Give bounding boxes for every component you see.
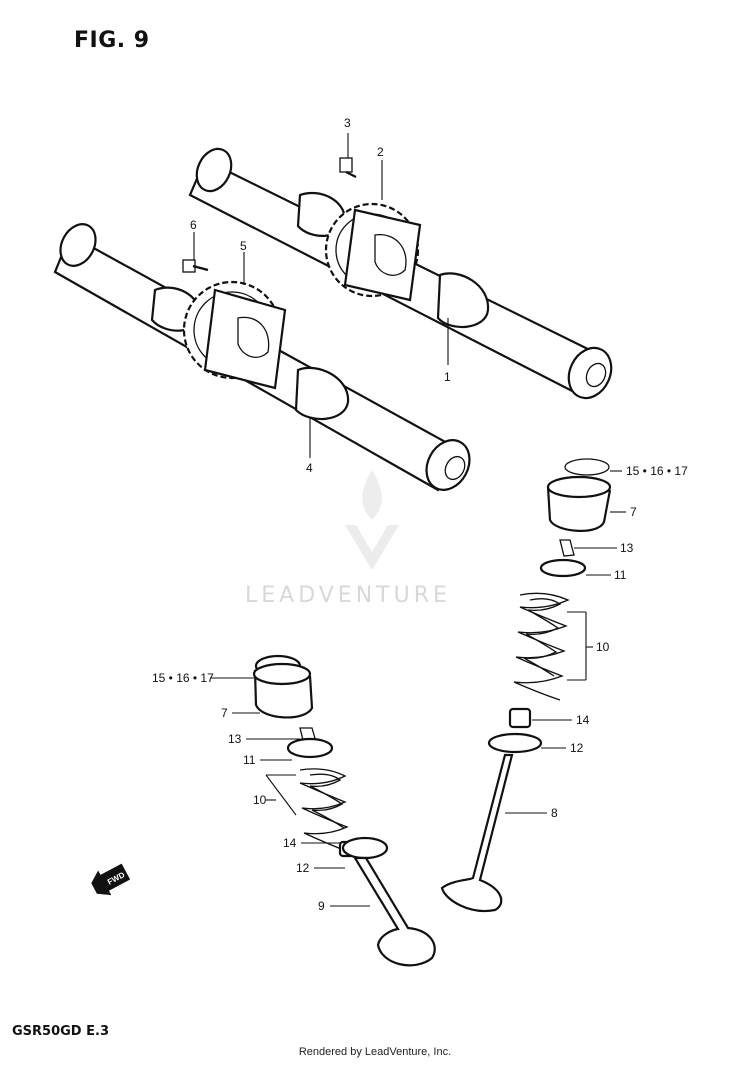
callout-14-right: 14 — [576, 713, 590, 727]
callout-14-left: 14 — [283, 836, 297, 850]
callout-12-left: 12 — [296, 861, 310, 875]
valve-right — [440, 753, 514, 913]
tappet-right — [546, 475, 612, 532]
cotter-right — [559, 539, 575, 557]
cam-sprocket-lower — [182, 280, 287, 390]
figure-title: FIG. 9 — [74, 28, 150, 53]
callout-7-right: 7 — [630, 505, 637, 519]
credit-text: Rendered by LeadVenture, Inc. — [298, 1046, 452, 1058]
valve-left — [353, 856, 436, 967]
tappet-left — [252, 662, 314, 719]
spring-seat-left — [341, 836, 389, 860]
callout-11-left: 11 — [243, 753, 256, 767]
callout-2: 2 — [377, 145, 384, 159]
callout-1: 1 — [444, 370, 451, 384]
valve-spring-left — [299, 768, 350, 853]
watermark-text: LEADVENTURE — [245, 583, 451, 608]
model-code: GSR50GD E.3 — [12, 1024, 109, 1039]
callout-10-right: 10 — [596, 640, 610, 654]
callout-5: 5 — [240, 239, 247, 253]
valve-spring-right — [513, 592, 570, 701]
callout-13-right: 13 — [620, 541, 634, 555]
spring-retainer-left — [286, 737, 334, 759]
sprocket-bolt-lower — [182, 259, 209, 273]
callout-15-16-17-right: 15 • 16 • 17 — [626, 464, 688, 478]
callout-10-left: 10 — [253, 793, 267, 807]
sprocket-bolt-upper — [339, 157, 357, 178]
spring-retainer-right — [539, 558, 587, 578]
forward-arrow-icon: FWD — [91, 863, 131, 896]
oil-seal-right — [508, 707, 532, 729]
callout-8-right: 8 — [551, 806, 558, 820]
cam-sprocket-upper — [324, 202, 422, 302]
callout-13-left: 13 — [228, 732, 242, 746]
callout-4: 4 — [306, 461, 313, 475]
leader-lines — [193, 133, 626, 907]
callout-12-right: 12 — [570, 741, 584, 755]
callout-11-right: 11 — [614, 568, 627, 582]
callout-15-16-17-left: 15 • 16 • 17 — [152, 671, 214, 685]
callout-6: 6 — [190, 218, 197, 232]
spring-seat-right — [487, 732, 543, 754]
shim-right — [564, 458, 610, 476]
callout-7-left: 7 — [221, 706, 228, 720]
watermark-logo — [345, 470, 399, 570]
callout-3: 3 — [344, 116, 351, 130]
callout-9-left: 9 — [318, 899, 325, 913]
